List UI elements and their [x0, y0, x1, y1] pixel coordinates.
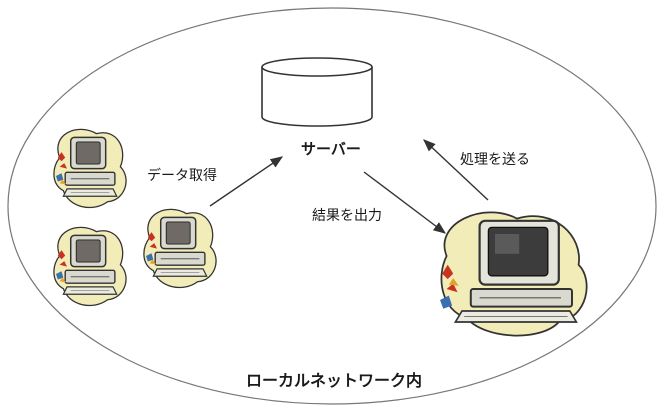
client-computer-icon [53, 128, 127, 209]
processing-computer-icon [438, 211, 588, 337]
output-result-arrow [363, 171, 447, 234]
network-boundary-ellipse [7, 7, 657, 405]
send-process-arrow [423, 139, 489, 201]
output-result-label: 結果を出力 [312, 208, 382, 224]
client-computer-icon [143, 208, 217, 289]
fetch-data-arrow [209, 156, 284, 207]
send-process-label: 処理を送る [460, 152, 530, 168]
fetch-data-label: データ取得 [147, 167, 217, 184]
server-label: サーバー [301, 140, 361, 158]
server-icon [261, 57, 373, 127]
client-computer-icon [53, 226, 127, 307]
network-label: ローカルネットワーク内 [246, 371, 422, 390]
